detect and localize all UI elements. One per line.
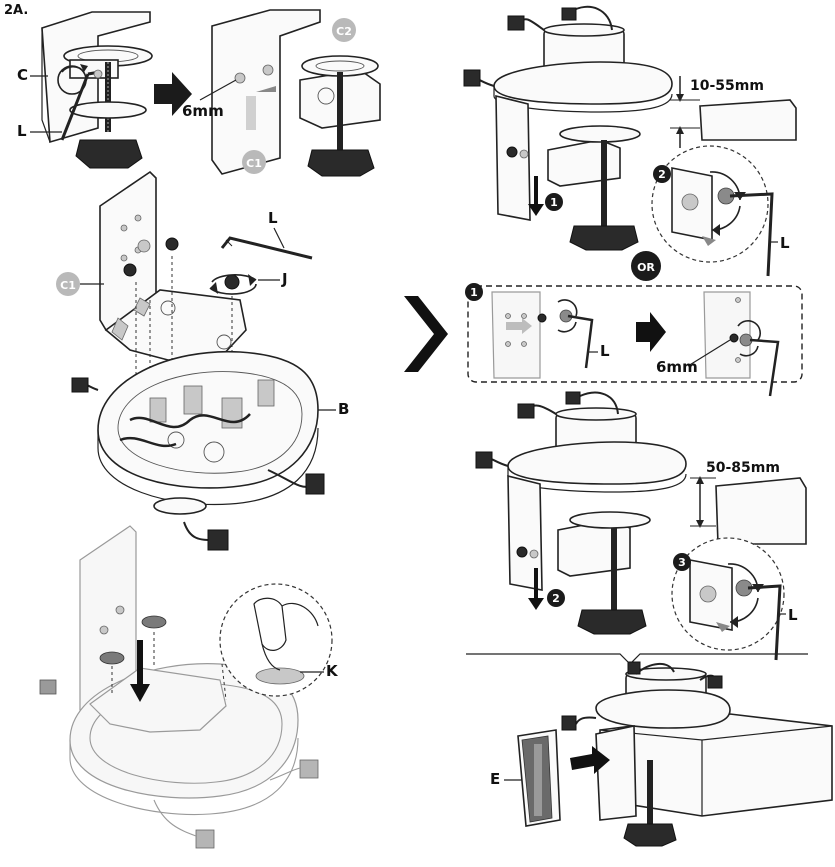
badge-num-2-b: 2 — [552, 592, 560, 605]
label-c: C — [17, 66, 28, 84]
badge-c1-top-text: C1 — [246, 157, 262, 170]
label-j: J — [281, 270, 288, 288]
range-small-label: 10-55mm — [690, 78, 764, 94]
badge-c1-mid-text: C1 — [60, 279, 76, 292]
label-l-box: L — [600, 342, 610, 360]
big-chevron-arrow — [404, 296, 448, 372]
bracket-mounting-illustration — [99, 170, 313, 420]
mount-thin-desk-illustration — [463, 5, 797, 251]
range-large-label: 50-85mm — [706, 460, 780, 476]
leader-l-mid — [273, 227, 285, 249]
label-l-zoom-b: L — [788, 606, 798, 624]
label-k: K — [326, 662, 339, 680]
badge-step2-zoom — [653, 165, 671, 183]
badge-num-2-a: 2 — [658, 168, 666, 181]
badge-num-3: 3 — [678, 556, 686, 569]
mount-thick-desk-illustration — [475, 391, 807, 635]
badge-num-1-a: 1 — [550, 196, 558, 209]
clamp-with-bracket-illustration — [41, 11, 153, 169]
zoom-circle-step2 — [651, 145, 774, 277]
or-badge-text: OR — [637, 261, 655, 274]
badge-c2: C2 — [332, 18, 356, 42]
badge-num-1-box: 1 — [470, 286, 478, 299]
badge-step3-zoom — [673, 553, 691, 571]
badge-c2-text: C2 — [336, 25, 352, 38]
zoom-circle-adhesive — [219, 583, 333, 701]
or-badge: OR — [631, 251, 661, 281]
badge-step1-box — [465, 283, 483, 301]
step-arrow-1 — [154, 72, 192, 116]
step-title: 2A. — [4, 3, 28, 18]
base-unit-illustration — [71, 350, 325, 551]
label-b: B — [338, 400, 349, 418]
zoom-circle-step3 — [671, 537, 785, 661]
hex-screw-detail-box — [467, 285, 803, 397]
label-l-top: L — [17, 122, 27, 140]
label-e: E — [490, 770, 500, 788]
hex-size-label-box: 6mm — [656, 358, 698, 376]
badge-c1-top: C1 — [242, 150, 266, 174]
label-l-zoom-a: L — [780, 234, 790, 252]
badge-c1-mid: C1 — [56, 272, 80, 296]
adhesive-pad-illustration — [39, 525, 319, 849]
cover-attach-illustration — [517, 661, 833, 847]
hex-size-label-top: 6mm — [182, 102, 224, 120]
bracket-separated-illustration — [199, 9, 381, 177]
label-l-mid: L — [268, 209, 278, 227]
